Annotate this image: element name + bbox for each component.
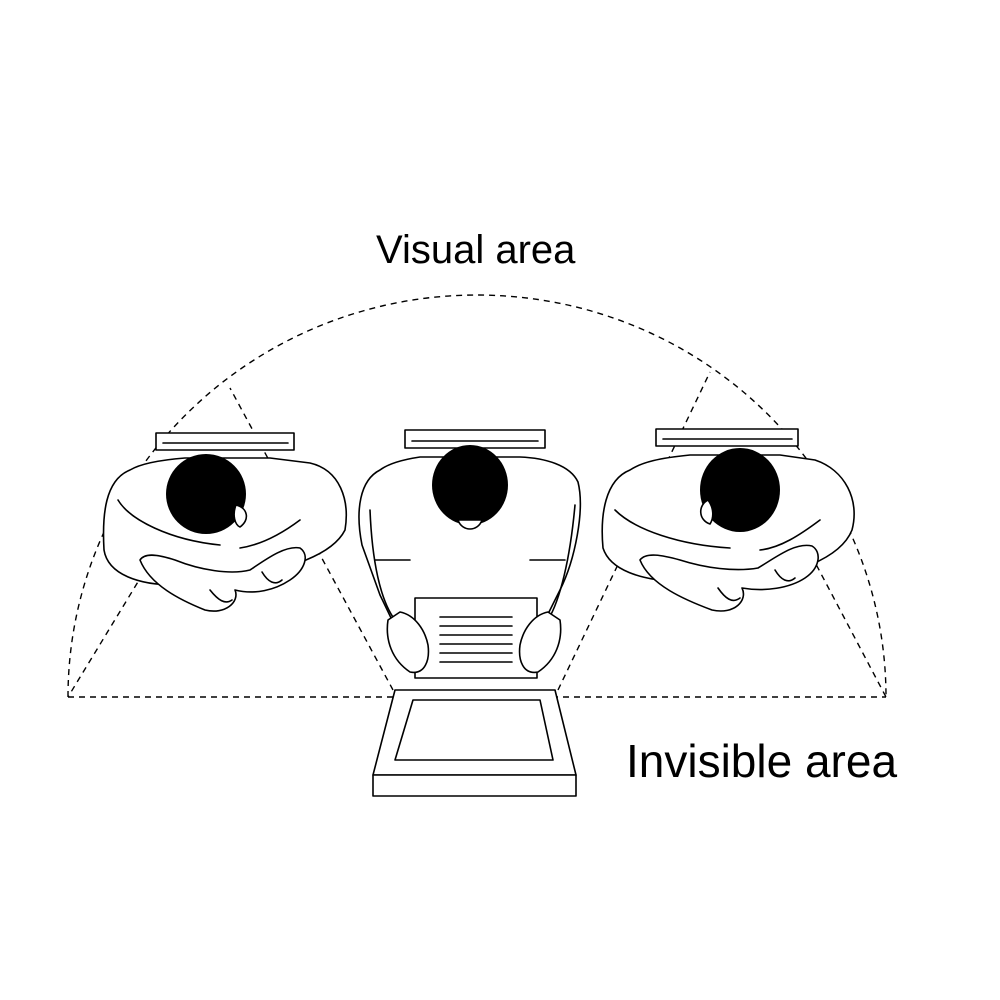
center-figure (358, 429, 582, 679)
right-head (700, 448, 780, 532)
left-desk (155, 432, 295, 451)
center-head (432, 445, 508, 525)
right-figure (601, 428, 855, 612)
left-head (166, 454, 246, 534)
right-desk (655, 428, 799, 447)
sight-line-left (229, 387, 394, 691)
center-desk (404, 429, 546, 449)
center-paper (414, 597, 538, 679)
invisible-area-label: Invisible area (626, 735, 898, 787)
center-lower-desk (372, 689, 577, 797)
visual-area-label: Visual area (376, 228, 576, 272)
paper-lines (439, 616, 513, 663)
left-figure (102, 432, 347, 612)
